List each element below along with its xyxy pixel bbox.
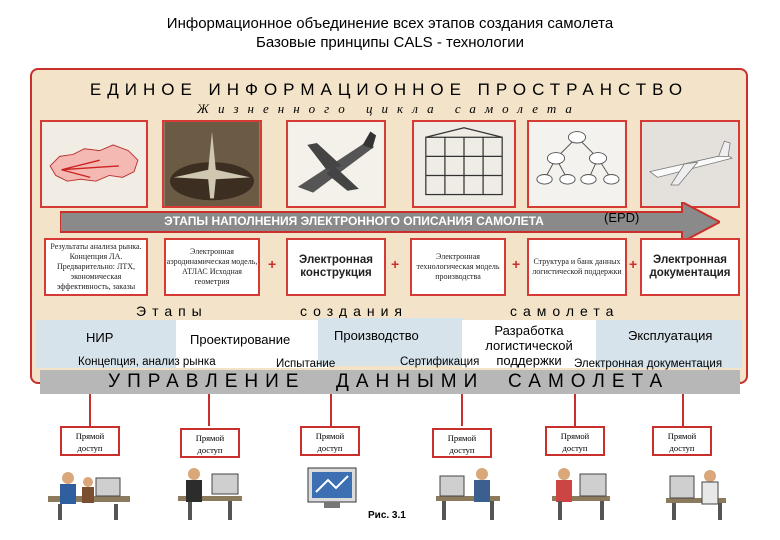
stage-design: Проектирование: [190, 332, 291, 347]
doc-production-model: Электронная технологическая модель произ…: [410, 238, 506, 296]
doc-market-analysis: Результаты анализа рынка. Концепция ЛА. …: [44, 238, 148, 296]
plus-sign: +: [629, 256, 638, 272]
workstation-icon: [666, 470, 726, 520]
aircraft-structure-image: [286, 120, 386, 208]
stage-band-logistics: [462, 320, 596, 368]
stage-testing: Испытание: [276, 358, 336, 370]
panel-heading: ЕДИНОЕ ИНФОРМАЦИОННОЕ ПРОСТРАНСТВО: [89, 80, 689, 99]
access-connector: [208, 394, 210, 426]
stage-production: Производство: [334, 328, 419, 343]
workstation-icon: [552, 468, 610, 520]
wind-tunnel-model-image: [162, 120, 262, 208]
production-facility-image: [412, 120, 516, 208]
access-connector: [89, 394, 91, 426]
panel-subheading: Жизненного цикла самолета: [197, 101, 581, 116]
stage-band-production: [318, 318, 464, 366]
title-line-1: Информационное объединение всех этапов с…: [166, 15, 614, 32]
logistics-tree-image: [527, 120, 627, 208]
stage-band-design: [176, 320, 328, 368]
doc-electronic-documentation: Электронная документация: [640, 238, 740, 296]
plus-sign: +: [268, 256, 277, 272]
stages-arrow: [60, 202, 720, 242]
arrow-tag: (EPD): [604, 210, 640, 225]
plus-sign: +: [512, 256, 521, 272]
doc-electronic-construction: Электронная конструкция: [286, 238, 386, 296]
workstation-icon: [307, 467, 357, 508]
stage-concept: Концепция, анализ рынка: [78, 356, 216, 368]
access-connector: [461, 394, 463, 426]
management-word-2: ДАННЫМИ: [336, 371, 485, 392]
management-word-3: САМОЛЕТА: [508, 371, 670, 392]
doc-aerodynamic-model: Электронная аэродинамическая модель, АТЛ…: [164, 238, 260, 296]
stage-certification: Сертификация: [400, 356, 480, 368]
workstation-icon: [178, 468, 242, 520]
figure-caption: Рис. 3.1: [368, 510, 406, 521]
stages-caption-right: самолета: [510, 303, 620, 319]
title-line-2: Базовые принципы CALS - технологии: [255, 34, 524, 51]
stages-caption-middle: создания: [300, 303, 408, 319]
data-management-band: [40, 370, 740, 394]
stages-caption-left: Этапы: [136, 303, 208, 319]
airliner-image: [640, 120, 740, 208]
plus-sign: +: [391, 256, 400, 272]
stage-band-operation: [596, 320, 742, 368]
doc-logistics-database: Структура и банк данных логистической по…: [527, 238, 627, 296]
management-word-1: УПРАВЛЕНИЕ: [108, 371, 306, 392]
stage-logistics: Разработка логистической поддержки: [485, 323, 573, 368]
stage-electronic-documentation: Электронная документация: [574, 358, 723, 370]
stage-operation: Эксплуатация: [628, 328, 713, 343]
stage-nir: НИР: [86, 330, 114, 345]
access-connector: [330, 394, 332, 426]
russia-map-image: [40, 120, 148, 208]
access-connector: [682, 394, 684, 426]
arrow-label: ЭТАПЫ НАПОЛНЕНИЯ ЭЛЕКТРОННОГО ОПИСАНИЯ С…: [164, 214, 544, 228]
workstation-icon: [436, 468, 500, 520]
workstation-icon: [48, 472, 130, 520]
access-connector: [574, 394, 576, 426]
